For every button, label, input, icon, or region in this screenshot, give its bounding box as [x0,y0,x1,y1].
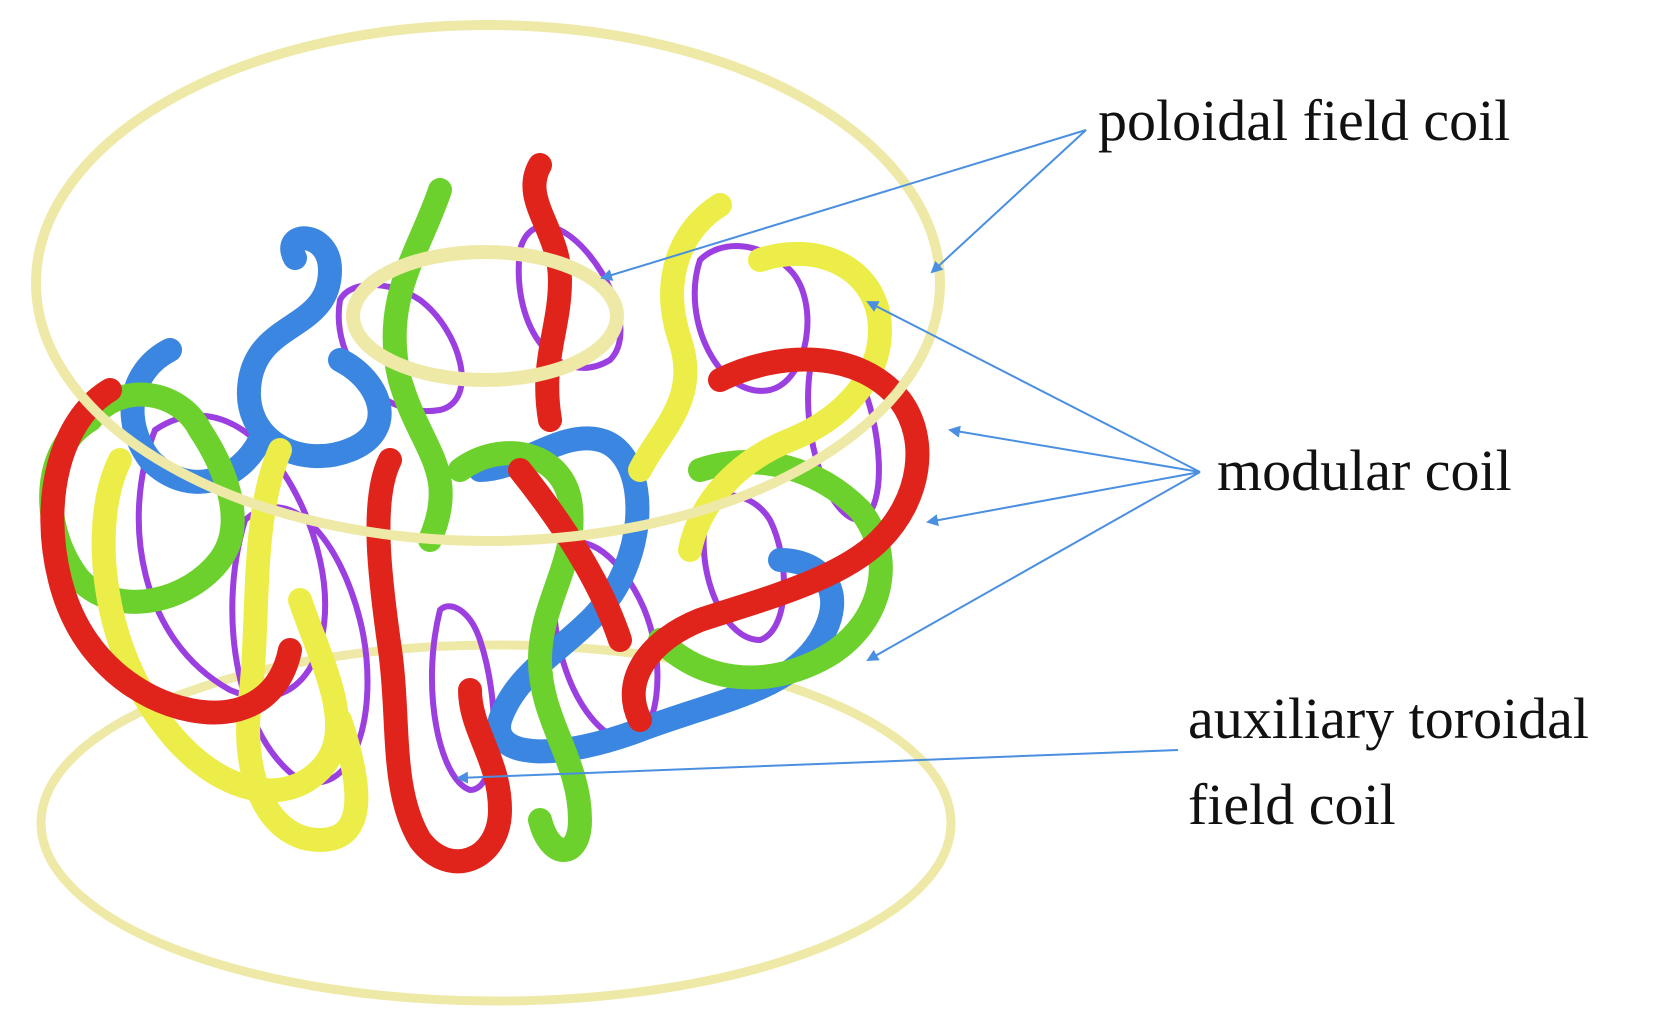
modular-coil-yellow-2 [678,241,892,562]
arrow-modular-4 [866,471,1201,661]
modular-coil-red-4 [621,347,930,732]
arrow-modular-2 [948,425,1201,473]
modular-coil-blue-2 [468,426,845,764]
modular-coil-green-1 [382,178,453,552]
upper-poloidal-ring [31,20,945,546]
modular-coil-red-3 [366,448,512,874]
modular-coil-blue-1 [236,226,392,469]
modular-coils [39,153,930,874]
arrow-modular-3 [926,471,1201,527]
arrow-auxiliary [456,749,1179,784]
modular-coil-red-5 [508,458,632,652]
modular-coil-green-3 [448,441,592,862]
label-auxiliary-toroidal-line2: field coil [1188,772,1396,837]
label-auxiliary-toroidal-line1: auxiliary toroidal [1188,686,1590,751]
modular-coil-yellow-4 [236,438,369,852]
modular-coil-red-2 [40,378,302,725]
arrow-poloidal-inner [600,129,1087,281]
annotation-arrows [456,129,1201,784]
modular-coil-green-4 [648,450,893,690]
arrow-poloidal-outer [930,129,1087,274]
arrow-modular-1 [866,301,1201,473]
modular-coil-yellow-1 [628,193,732,482]
label-poloidal-field-coil: poloidal field coil [1098,88,1511,153]
label-modular-coil: modular coil [1217,438,1512,503]
modular-coil-yellow-3 [91,448,350,803]
inner-poloidal-ring [346,245,624,387]
lower-poloidal-ring [36,640,956,1006]
